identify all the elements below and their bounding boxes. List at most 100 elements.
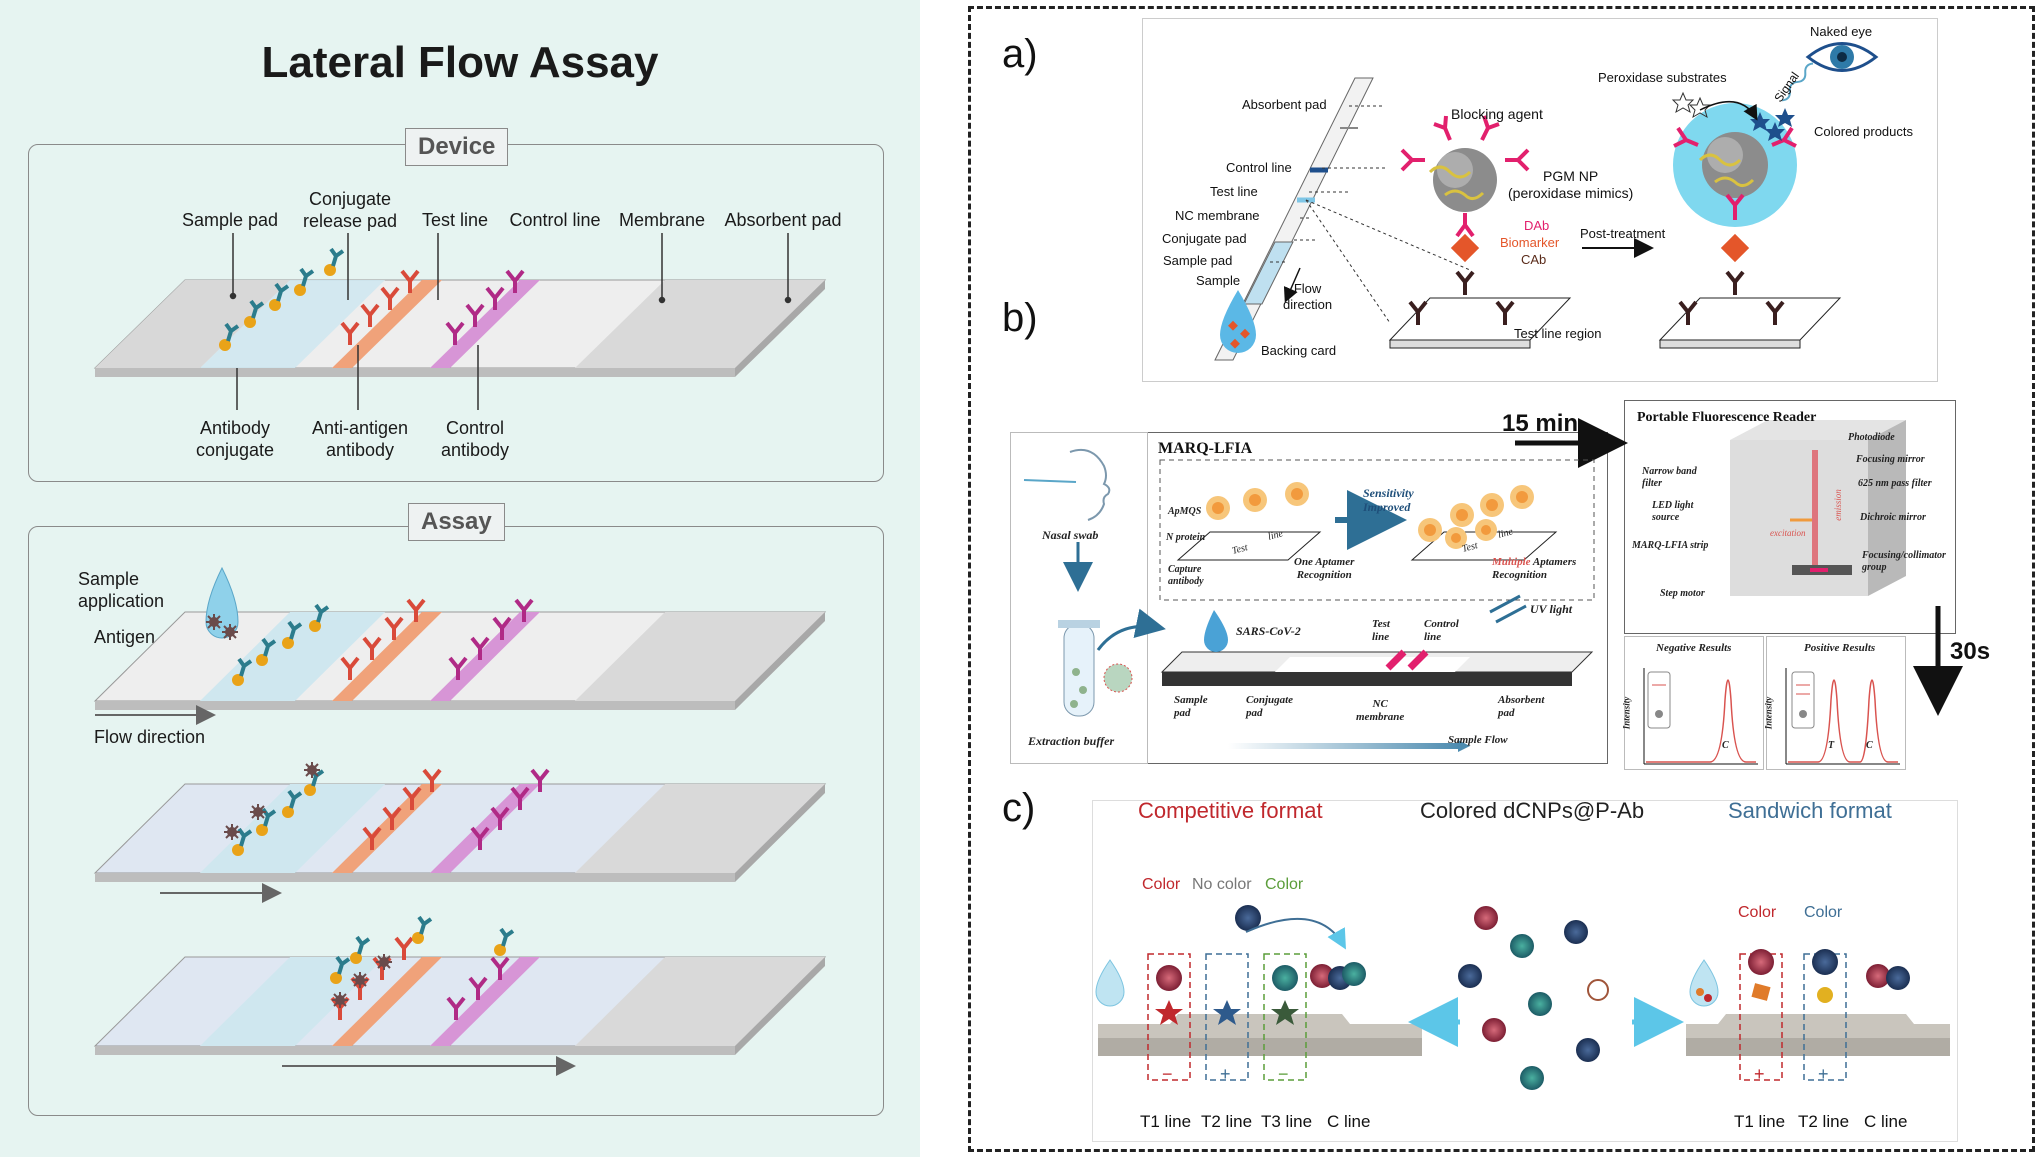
positive-results-box	[1766, 636, 1906, 770]
b-time-15-min: 15 min	[1502, 410, 1579, 437]
b-reader-title: Portable Fluorescence Reader	[1637, 410, 1817, 425]
label-control-antibody: Control antibody	[440, 418, 510, 460]
right-figure-panel	[968, 6, 2035, 1152]
c-plus-t2: +	[1220, 1064, 1231, 1084]
c-right-t2-line: T2 line	[1798, 1112, 1850, 1131]
a-label-control-line: Control line	[1226, 160, 1292, 175]
lfa-strip-illustrations	[93, 233, 827, 1076]
a-label-peroxidase-substrates: Peroxidase substrates	[1598, 70, 1727, 85]
a-label-blocking-agent: Blocking agent	[1451, 106, 1543, 122]
negative-results-box	[1624, 636, 1764, 770]
c-color-label-2: Color	[1265, 876, 1304, 893]
b-absorbent-pad: Absorbent pad	[1498, 694, 1545, 719]
c-left-c-line: C line	[1327, 1112, 1371, 1131]
a-label-absorbent-pad: Absorbent pad	[1242, 97, 1327, 112]
c-plus-right-t1: +	[1754, 1064, 1765, 1084]
a-label-naked-eye: Naked eye	[1810, 24, 1873, 39]
label-absorbent-pad: Absorbent pad	[724, 210, 842, 230]
b-positive-results: Positive Results	[1804, 642, 1876, 654]
label-antigen: Antigen	[94, 627, 156, 647]
c-color-label-3: Color	[1738, 904, 1777, 921]
a-label-sample: Sample	[1196, 273, 1241, 288]
sample-prep-box	[1010, 432, 1148, 764]
b-reader-strip: MARQ-LFIA strip	[1632, 540, 1709, 551]
b-test-line: Test line	[1372, 618, 1390, 643]
b-uv-light: UV light	[1530, 602, 1573, 616]
label-conjugate-release-pad: Conjugate release pad	[302, 189, 398, 231]
c-colored-dcnps: Colored dCNPs@P-Ab	[1420, 798, 1645, 823]
label-flow-direction: Flow direction	[94, 727, 206, 747]
label-control-line: Control line	[509, 210, 601, 230]
b-control-line: Control line	[1424, 618, 1459, 643]
b-reader-dichroic: Dichroic mirror	[1860, 512, 1926, 523]
c-right-t1-line: T1 line	[1734, 1112, 1786, 1131]
device-strip	[93, 233, 827, 410]
label-antibody-conjugate: Antibody conjugate	[195, 418, 275, 460]
a-label-backing-card: Backing card	[1261, 343, 1337, 358]
b-reader-narrow-band: Narrow band filter	[1642, 466, 1697, 489]
label-sample-application: Sample application	[78, 569, 165, 611]
a-label-sample-pad: Sample pad	[1163, 253, 1233, 268]
b-one-aptamer: One Aptamer Recognition	[1294, 556, 1355, 581]
c-left-t3-line: T3 line	[1261, 1112, 1313, 1131]
a-label-pgm-np: PGM NP (peroxidase mimics)	[1508, 168, 1634, 201]
b-sars: SARS-CoV-2	[1236, 624, 1301, 638]
b-sample-pad: Sample pad	[1174, 694, 1208, 719]
b-time-30s: 30s	[1950, 638, 1991, 665]
c-minus-t3: −	[1278, 1064, 1289, 1084]
assay-strip-1	[93, 566, 827, 725]
device-label: Device	[405, 128, 509, 166]
c-sandwich-format: Sandwich format	[1728, 798, 1892, 823]
b-reader-step-motor: Step motor	[1660, 588, 1705, 599]
c-competitive-format: Competitive format	[1138, 798, 1323, 823]
a-label-dab: DAb	[1524, 218, 1550, 233]
b-peak-c-neg: C	[1722, 740, 1729, 751]
c-right-c-line: C line	[1864, 1112, 1908, 1131]
c-color-label-4: Color	[1804, 904, 1843, 921]
b-peak-t-pos: T	[1828, 740, 1835, 751]
b-aptamers-recognition: Aptamers Recognition	[1492, 556, 1577, 581]
c-minus-t1: −	[1162, 1064, 1173, 1084]
b-reader-625nm: 625 nm pass filter	[1858, 478, 1932, 489]
b-conjugate-pad: Conjugate pad	[1246, 694, 1294, 719]
part-c-letter: c)	[1002, 786, 1036, 830]
label-sample-pad: Sample pad	[170, 209, 290, 231]
a-label-conjugate-pad: Conjugate pad	[1162, 231, 1247, 246]
b-reader-led: LED light source	[1652, 500, 1694, 523]
a-label-post-treatment: Post-treatment	[1580, 226, 1666, 241]
panel-title: Lateral Flow Assay	[261, 38, 659, 87]
a-label-flow-direction: Flow direction	[1283, 281, 1333, 312]
b-nasal-swab: Nasal swab	[1042, 528, 1099, 542]
a-label-colored-products: Colored products	[1814, 124, 1913, 139]
b-multiple-word: Multiple	[1492, 556, 1531, 568]
b-apmqs: ApMQS	[1168, 506, 1202, 517]
lateral-flow-assay-panel: Lateral Flow Assay Device Sample pad Con…	[0, 0, 920, 1157]
part-b-letter: b)	[1002, 296, 1038, 340]
label-membrane: Membrane	[618, 210, 706, 230]
assay-label: Assay	[408, 503, 505, 541]
a-label-test-line: Test line	[1210, 184, 1258, 199]
b-reader-focusing-collimator: Focusing/collimator group	[1862, 550, 1946, 573]
b-capture-antibody: Capture antibody	[1168, 564, 1204, 587]
part-a-letter: a)	[1002, 32, 1038, 76]
b-reader-excitation: excitation	[1770, 528, 1806, 538]
marq-lfia-box	[1146, 432, 1608, 764]
b-extraction-buffer: Extraction buffer	[1028, 734, 1115, 748]
c-left-t1-line: T1 line	[1140, 1112, 1192, 1131]
a-label-biomarker: Biomarker	[1500, 235, 1560, 250]
b-marq-title: MARQ-LFIA	[1158, 440, 1253, 457]
b-negative-results: Negative Results	[1656, 642, 1732, 654]
b-reader-photodiode: Photodiode	[1848, 432, 1895, 443]
a-label-nc-membrane: NC membrane	[1175, 208, 1260, 223]
a-label-test-line-region: Test line region	[1514, 326, 1602, 341]
b-n-protein: N protein	[1166, 532, 1206, 543]
b-nc-membrane: NC membrane	[1356, 698, 1405, 723]
label-sample-pad-text: Sample pad	[181, 210, 279, 230]
c-no-color-label: No color	[1192, 876, 1252, 893]
a-label-cab: CAb	[1521, 252, 1547, 267]
b-reader-focusing-mirror: Focusing mirror	[1856, 454, 1925, 465]
c-color-label-1: Color	[1142, 876, 1181, 893]
